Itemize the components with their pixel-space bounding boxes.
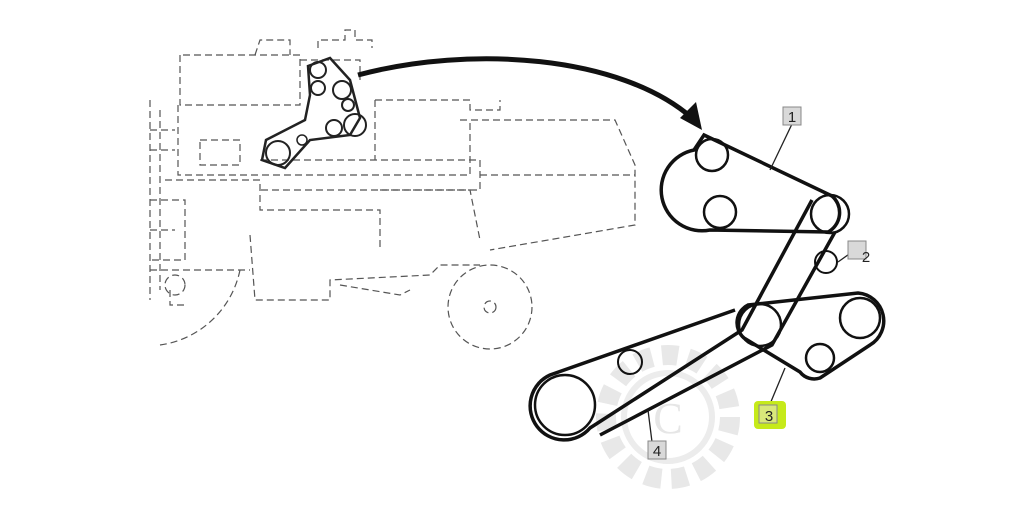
pulley-right-large: [838, 296, 882, 340]
pulley-right-lower: [804, 342, 836, 374]
pulley-top-left: [694, 137, 730, 173]
callout-3: 3: [754, 401, 786, 429]
callout-2: 2: [847, 240, 870, 266]
callout-4: 4: [647, 440, 667, 460]
belt-4: [528, 199, 837, 442]
combine-harvester-outline: [149, 29, 636, 350]
callout-leaders: [647, 123, 853, 443]
idler-pulley-small: [617, 349, 643, 375]
belt-3: [735, 291, 886, 381]
callout-3-label: 3: [765, 408, 773, 425]
watermark-text: C: [653, 394, 682, 443]
detail-arrow: [357, 56, 702, 130]
callout-1: 1: [782, 106, 802, 126]
callout-1-label: 1: [788, 109, 796, 126]
pulley-bottom-large: [533, 373, 597, 437]
machine-belt-drive-inset: [260, 56, 367, 170]
callout-2-label: 2: [862, 249, 870, 266]
callout-4-label: 4: [653, 443, 661, 460]
belt-1: [659, 132, 842, 234]
pulley-drive: [737, 302, 783, 348]
pulley-top-right: [809, 193, 851, 235]
pulley-mid-left: [702, 194, 738, 230]
belt-drive-detail: [528, 132, 886, 442]
